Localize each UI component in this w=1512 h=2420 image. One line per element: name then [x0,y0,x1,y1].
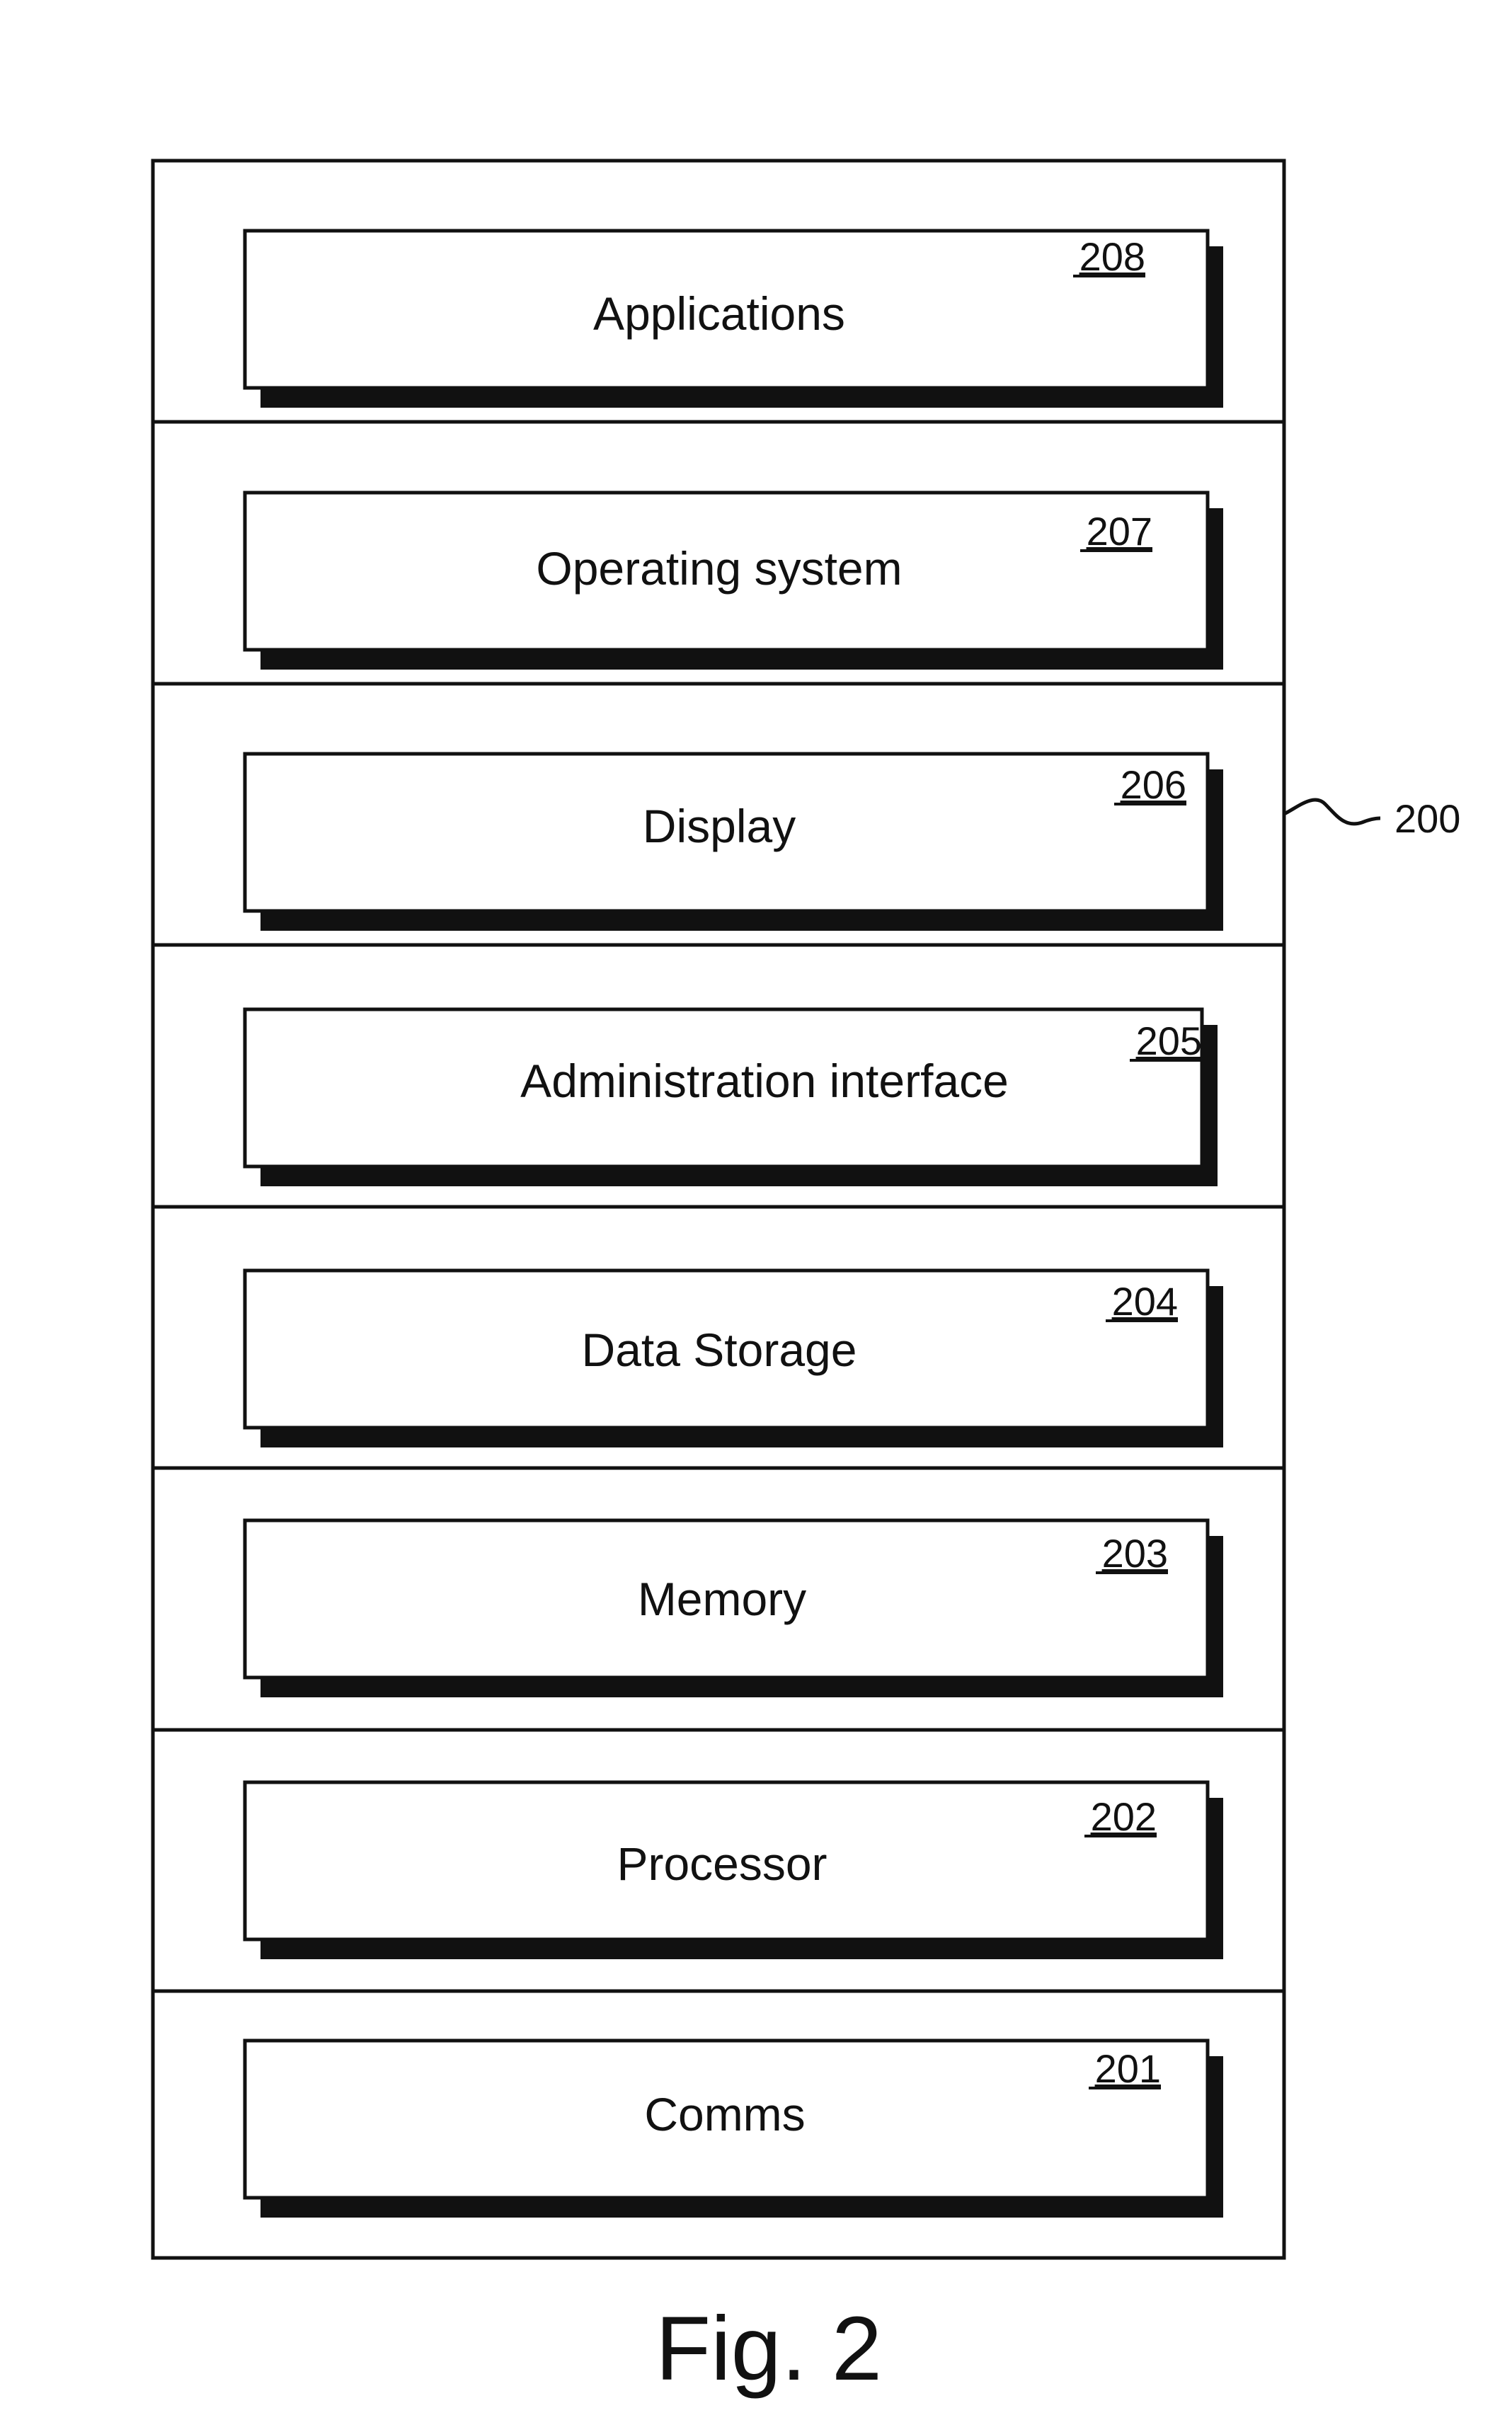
layer-ref-number: 205 [1136,1019,1202,1063]
layer-ref-number: 204 [1112,1279,1178,1324]
layer-label: Memory [638,1573,806,1625]
layer-ref-number: 203 [1102,1531,1168,1576]
layer-label: Data Storage [582,1324,857,1376]
layer-data-storage: Data Storage 204 [245,1271,1223,1447]
layer-label: Applications [593,287,845,340]
system-ref-number: 200 [1394,796,1460,841]
system-reference: 200 [1284,796,1460,841]
layer-memory: Memory 203 [245,1520,1223,1697]
layer-label: Processor [617,1837,827,1890]
layer-label: Administration interface [520,1055,1009,1107]
figure-caption: Fig. 2 [655,2298,882,2399]
layer-label: Operating system [536,542,902,595]
layer-comms: Comms 201 [245,2041,1223,2218]
layer-ref-number: 208 [1079,234,1145,279]
layer-operating-system: Operating system 207 [245,493,1223,670]
leader-squiggle [1284,800,1380,824]
layer-ref-number: 202 [1091,1794,1157,1839]
layer-ref-number: 206 [1121,762,1186,807]
layer-ref-number: 207 [1087,509,1152,554]
layer-processor: Processor 202 [245,1782,1223,1959]
layer-administration-interface: Administration interface 205 [245,1009,1218,1186]
layer-label: Display [643,800,796,852]
layer-ref-number: 201 [1095,2046,1161,2091]
layer-display: Display 206 [245,754,1223,931]
layer-label: Comms [644,2088,805,2140]
layer-applications: Applications 208 [245,231,1223,408]
